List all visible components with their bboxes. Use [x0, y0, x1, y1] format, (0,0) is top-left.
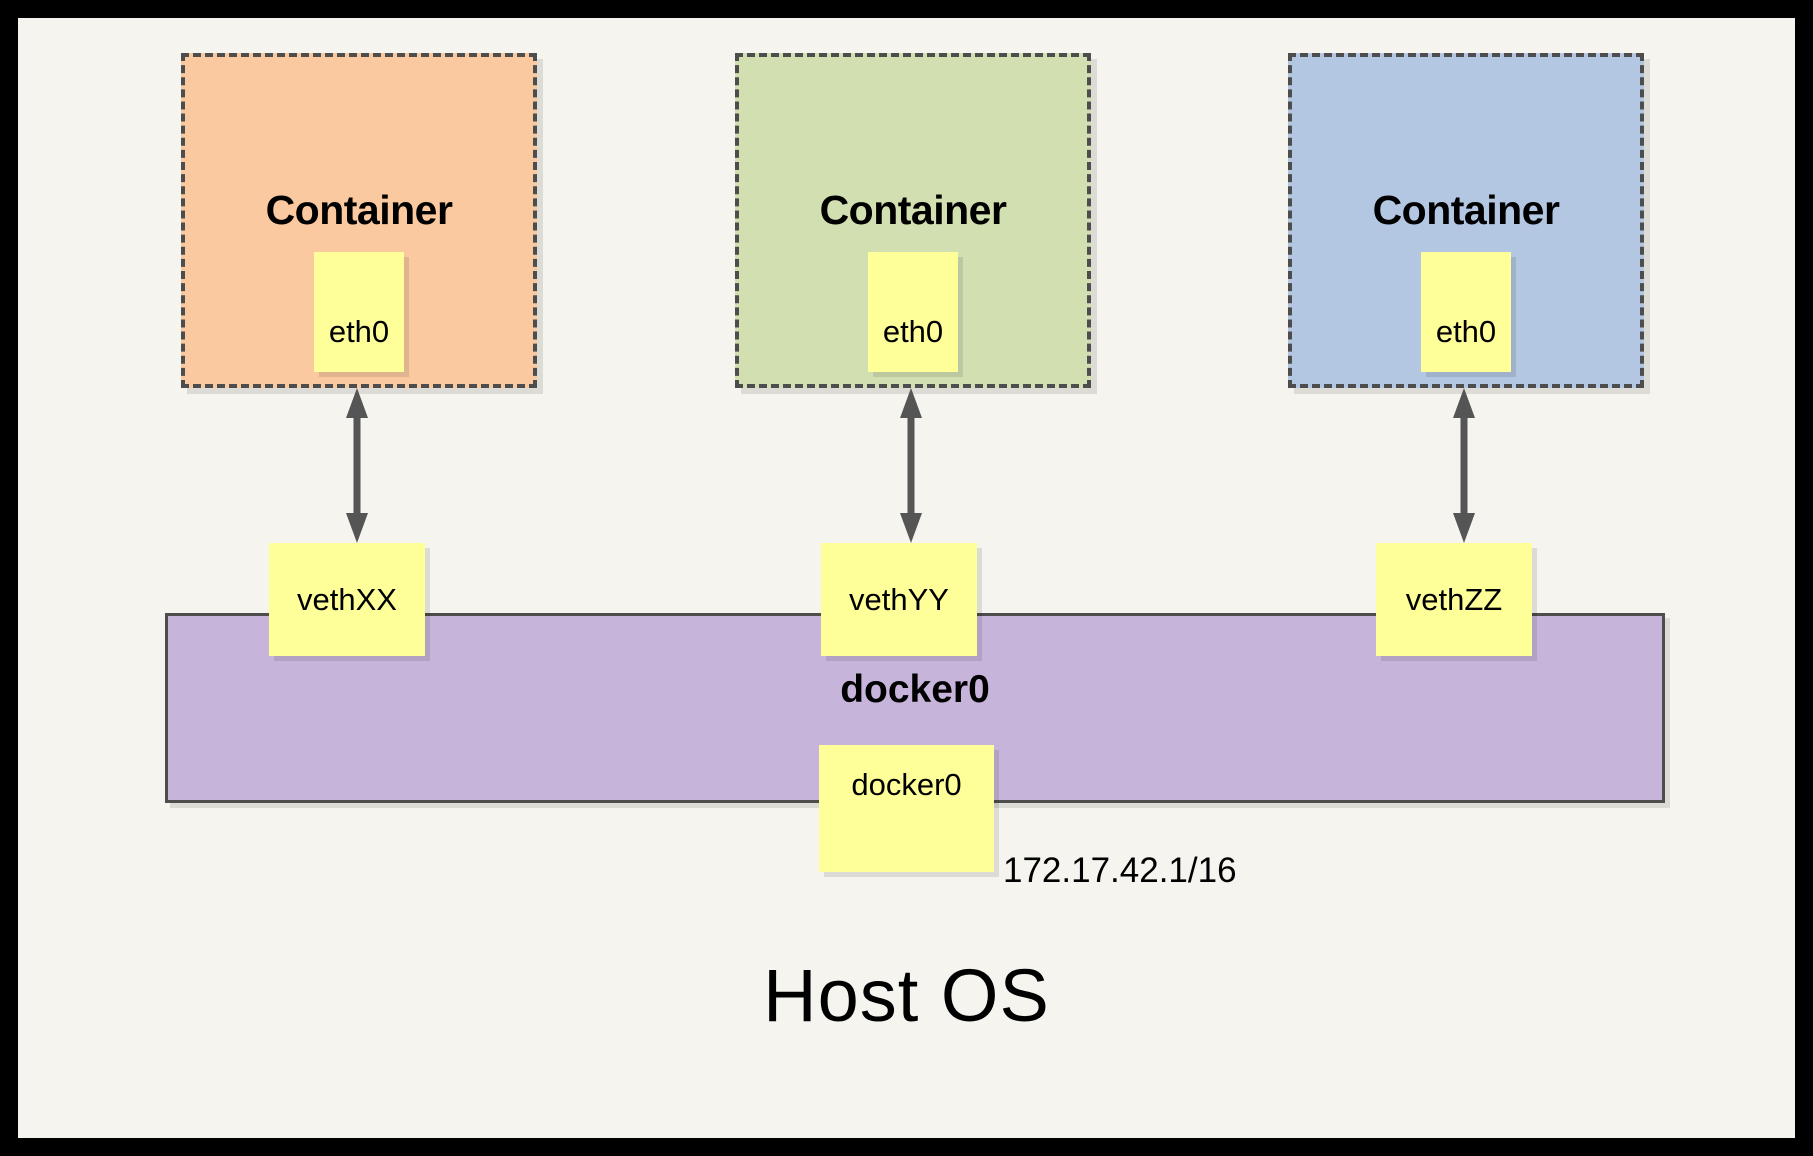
veth-interface-box-1: vethXX — [269, 543, 425, 656]
container-title-3: Container — [1372, 187, 1560, 233]
container-box-2: Container eth0 — [735, 53, 1091, 388]
veth-pair-arrow-3 — [1453, 388, 1475, 543]
veth-interface-box-3: vethZZ — [1376, 543, 1532, 656]
host-os-label: Host OS — [763, 954, 1050, 1037]
container-box-1: Container eth0 — [181, 53, 537, 388]
container-title-1: Container — [265, 187, 453, 233]
veth-pair-arrow-1 — [346, 388, 368, 543]
veth-interface-box-2: vethYY — [821, 543, 977, 656]
eth0-interface-box-3: eth0 — [1421, 252, 1511, 372]
container-box-3: Container eth0 — [1288, 53, 1644, 388]
container-title-2: Container — [819, 187, 1007, 233]
eth0-interface-box-2: eth0 — [868, 252, 958, 372]
docker0-bridge-label: docker0 — [840, 668, 990, 711]
diagram-stage: Container eth0 Container eth0 Container … — [18, 18, 1795, 1138]
eth0-interface-box-1: eth0 — [314, 252, 404, 372]
veth-pair-arrow-2 — [900, 388, 922, 543]
docker0-interface-box: docker0 — [819, 745, 994, 872]
docker0-ip-address: 172.17.42.1/16 — [1003, 851, 1237, 890]
